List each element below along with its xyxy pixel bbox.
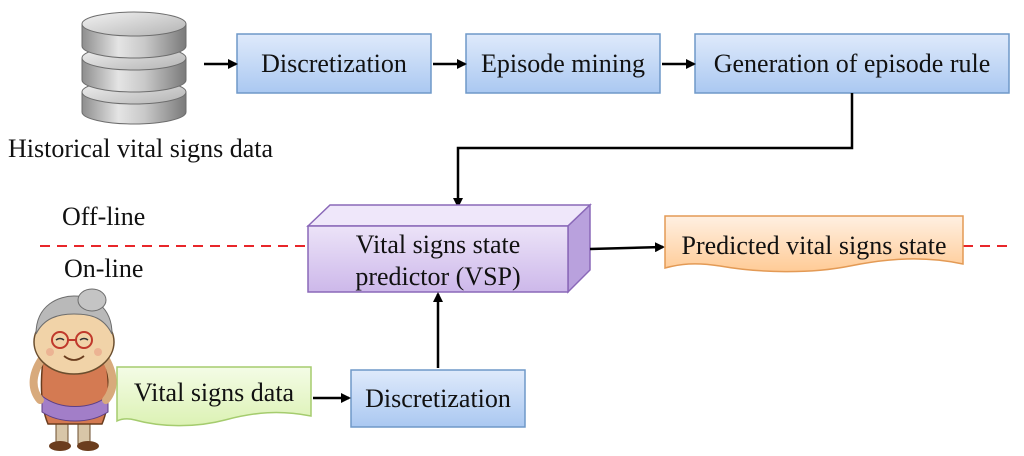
online-label: On-line (64, 254, 144, 283)
arrow-vsp-to-predicted (589, 242, 665, 253)
vital-signs-data-label: Vital signs data (133, 378, 295, 407)
predicted-state-box (664, 215, 964, 273)
elderly-person-icon (29, 288, 117, 451)
discretization-top-label: Discretization (261, 49, 407, 78)
offline-label: Off-line (62, 202, 146, 231)
vsp-label-line2: predictor (VSP) (355, 262, 521, 291)
database-icon (81, 11, 187, 125)
vital-signs-data-box (116, 366, 312, 427)
discretization-bottom-label: Discretization (365, 384, 511, 413)
arrow-rule-to-vsp (453, 93, 854, 208)
discretization-bottom-box (350, 369, 526, 428)
episode-rule-label: Generation of episode rule (713, 49, 991, 78)
vsp-label-line1: Vital signs state (355, 230, 521, 259)
database-label: Historical vital signs data (8, 134, 274, 163)
episode-mining-label: Episode mining (481, 49, 645, 78)
predicted-state-label: Predicted vital signs state (681, 231, 947, 260)
